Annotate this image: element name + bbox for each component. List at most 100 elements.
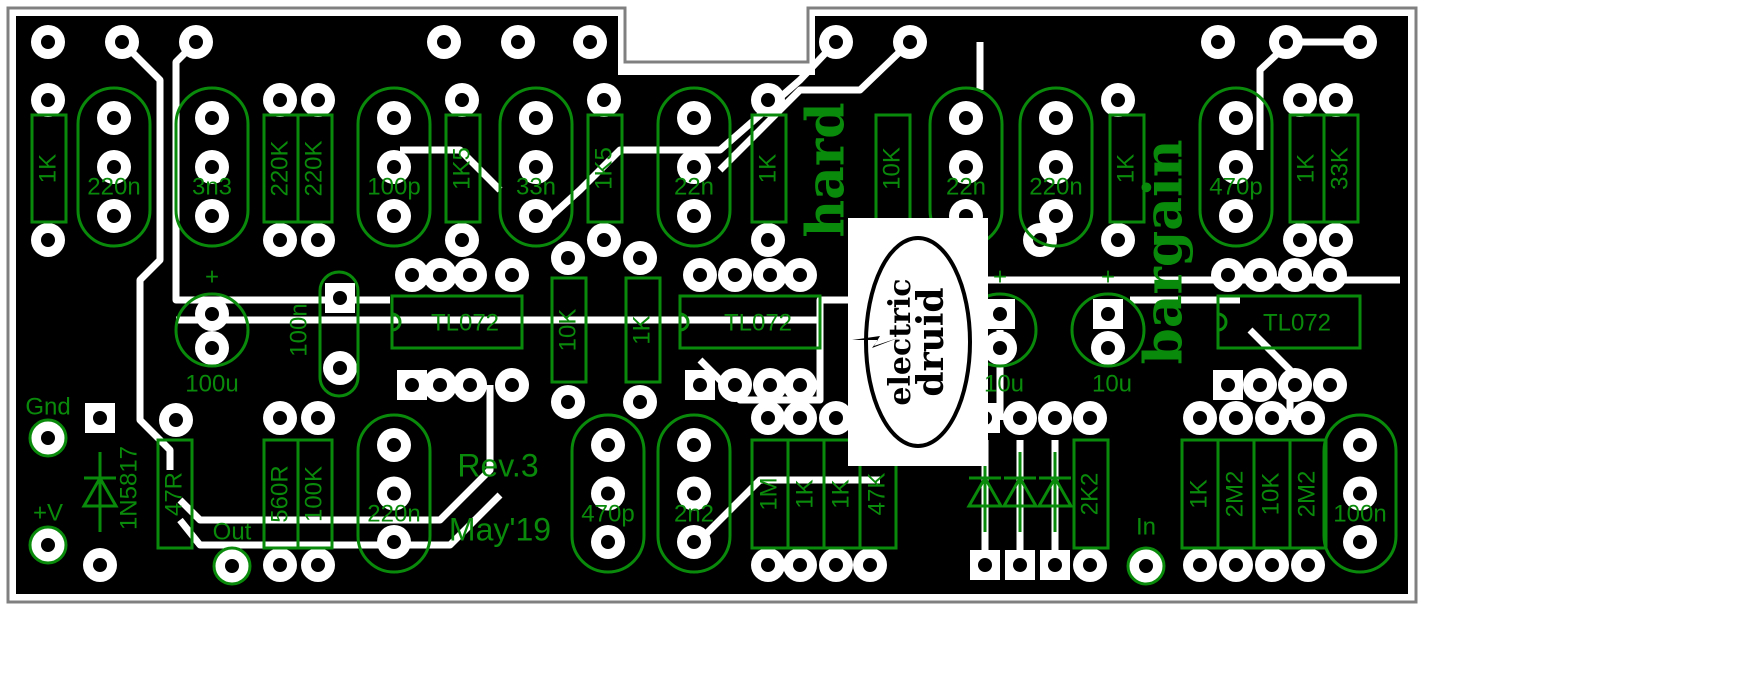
ic-label: TL072	[724, 309, 792, 336]
copper-trace	[1256, 38, 1360, 150]
film-capacitor	[356, 413, 432, 574]
pad-hole	[793, 268, 807, 282]
ic-label: TL072	[431, 309, 499, 336]
pad-hole	[433, 378, 447, 392]
pad-hole	[41, 431, 55, 445]
resistor-label: 1K	[754, 154, 781, 183]
pad-hole	[1323, 378, 1337, 392]
connector-ring	[212, 546, 252, 586]
pad-hole	[978, 558, 992, 572]
pad-hole	[633, 395, 647, 409]
pad-hole	[107, 160, 121, 174]
pad-hole	[529, 160, 543, 174]
film-capacitor	[1322, 413, 1398, 574]
pad-hole	[1353, 535, 1367, 549]
resistor	[586, 113, 624, 224]
film-capacitor	[570, 413, 646, 574]
pad-hole	[169, 413, 183, 427]
pad-hole	[1013, 411, 1027, 425]
film-capacitor-label: 33n	[516, 173, 556, 200]
resistor-label: 10K	[554, 309, 581, 352]
logo-ellipse	[864, 236, 972, 448]
film-capacitor-label: 220n	[1029, 173, 1082, 200]
film-capacitor-label: 3n3	[192, 173, 232, 200]
resistor-label: 2K2	[1076, 473, 1103, 516]
pad-hole	[1329, 93, 1343, 107]
pad-hole	[1083, 558, 1097, 572]
pad-hole	[1111, 93, 1125, 107]
pad-hole	[601, 438, 615, 452]
film-capacitor-label: 470p	[1209, 173, 1262, 200]
diode-symbol	[1001, 452, 1039, 532]
pad-hole	[433, 268, 447, 282]
pad-hole	[387, 438, 401, 452]
pad-hole	[405, 268, 419, 282]
pad-hole	[205, 209, 219, 223]
logo-background	[848, 218, 988, 466]
pad-hole	[387, 535, 401, 549]
resistor-label: 220K	[266, 140, 293, 196]
resistor	[1108, 113, 1146, 224]
pad-hole	[959, 111, 973, 125]
pad-hole	[273, 558, 287, 572]
pad-hole	[687, 486, 701, 501]
pad-hole	[273, 411, 287, 425]
box-capacitor	[318, 270, 360, 398]
pad-hole	[693, 378, 707, 392]
ic-outline	[678, 294, 822, 350]
pad-hole	[1293, 93, 1307, 107]
revision-label: Rev.3	[457, 447, 538, 483]
resistor-label: 47K	[863, 473, 890, 516]
resistor-label: 1K	[1185, 479, 1212, 508]
pad-hole	[1221, 378, 1235, 392]
pad-hole	[1265, 411, 1279, 425]
pad-hole	[687, 535, 701, 549]
pad-hole	[993, 341, 1007, 355]
electrolytic-capacitor	[1070, 292, 1146, 368]
pad-hole	[463, 378, 477, 392]
pad-hole	[597, 93, 611, 107]
electrolytic-label: 10u	[984, 370, 1024, 397]
pad-hole	[1253, 378, 1267, 392]
resistor	[1322, 113, 1360, 224]
resistor-label: 1K	[34, 154, 61, 183]
pad-hole	[205, 307, 219, 321]
pad-hole	[561, 395, 575, 409]
ic-notch	[391, 312, 402, 332]
film-capacitor	[356, 86, 432, 248]
pad-hole	[189, 35, 203, 49]
title-hard: hard	[796, 102, 857, 237]
out-label: Out	[213, 518, 252, 545]
pad-hole	[529, 209, 543, 223]
pad-hole	[333, 361, 347, 375]
pad-hole	[597, 233, 611, 247]
pad-hole	[1353, 438, 1367, 452]
pad-hole	[687, 111, 701, 125]
pad-hole	[1253, 268, 1267, 282]
electrolytic-label: 10u	[1092, 370, 1132, 397]
ic-outline	[1216, 294, 1362, 350]
pad-hole	[761, 558, 775, 572]
copper-trace	[400, 146, 503, 193]
diode-symbol	[81, 452, 119, 532]
pad-hole	[387, 209, 401, 223]
pad-hole	[829, 35, 843, 49]
pad-hole	[761, 93, 775, 107]
pad-hole	[1229, 160, 1243, 174]
pad-hole	[1083, 411, 1097, 425]
film-capacitor	[174, 86, 250, 248]
electrolytic-label: 100u	[185, 370, 238, 397]
resistor-label: 33K	[1326, 147, 1353, 190]
pad-hole	[225, 559, 239, 573]
pad-hole	[763, 378, 777, 392]
resistor	[30, 113, 68, 224]
film-capacitor-label: 220n	[367, 500, 420, 527]
pad-hole	[1049, 209, 1063, 223]
pad-hole	[1329, 233, 1343, 247]
pad-hole	[583, 35, 597, 49]
in-label: In	[1136, 513, 1156, 540]
film-capacitor-label: 100n	[1333, 500, 1386, 527]
pad-hole	[41, 35, 55, 49]
pad-hole	[1229, 209, 1243, 223]
pad-hole	[1229, 558, 1243, 572]
